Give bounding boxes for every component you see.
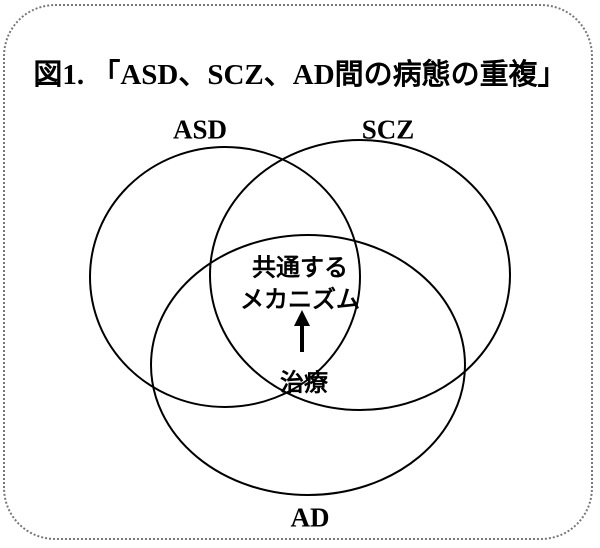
ad-label: AD — [290, 502, 330, 533]
dotted-rounded-frame — [3, 4, 593, 540]
common-mechanism-line1: 共通する — [252, 255, 348, 282]
arrow-up-icon — [294, 310, 310, 326]
scz-circle — [209, 139, 511, 411]
scz-label: SCZ — [361, 114, 415, 145]
ad-circle — [150, 234, 466, 496]
asd-circle — [89, 146, 361, 408]
treatment-label: 治療 — [280, 370, 328, 397]
asd-label: ASD — [172, 114, 228, 145]
common-mechanism-line2: メカニズム — [240, 287, 360, 314]
figure-title: 図1. 「ASD、SCZ、AD間の病態の重複」 — [33, 59, 567, 91]
